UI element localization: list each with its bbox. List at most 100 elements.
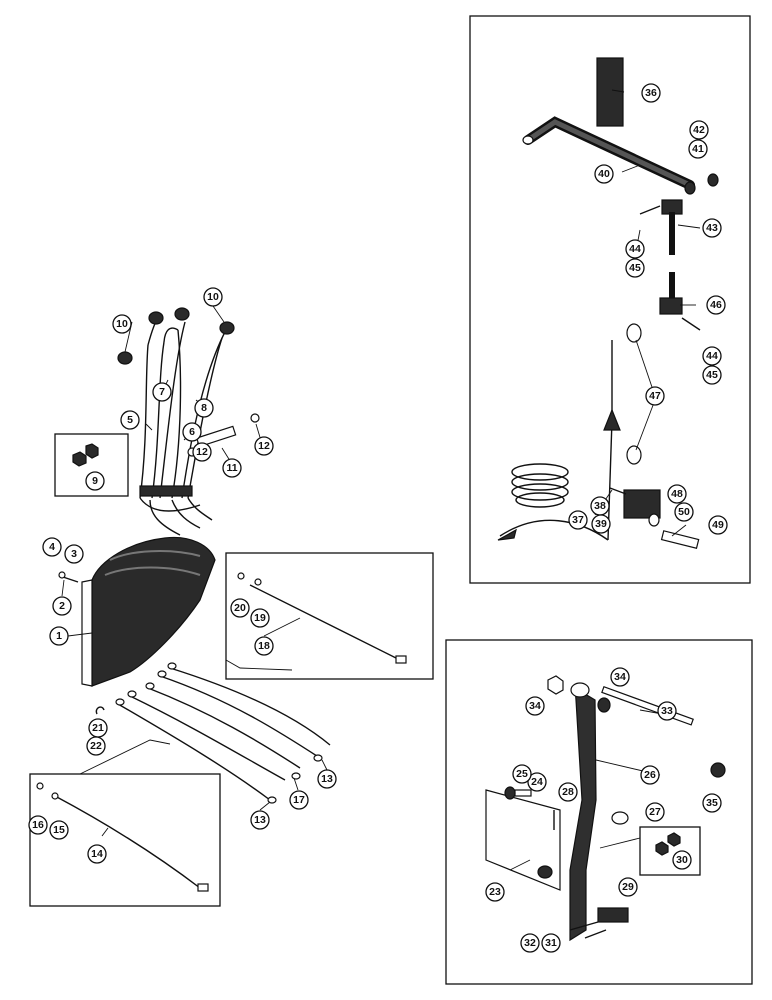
callout-18: 18 xyxy=(254,636,274,656)
pointer-rod-14 xyxy=(79,739,171,775)
svg-text:21: 21 xyxy=(92,722,104,734)
svg-text:12: 12 xyxy=(196,446,208,458)
leader-lines xyxy=(61,89,701,871)
clip-21 xyxy=(95,706,105,715)
callout-5: 5 xyxy=(120,410,140,430)
knob-35 xyxy=(710,762,726,778)
callout-2: 2 xyxy=(52,596,72,616)
svg-text:10: 10 xyxy=(207,291,219,303)
inset-frame-throttle xyxy=(469,15,751,584)
svg-text:12: 12 xyxy=(258,440,270,452)
callout-22: 22 xyxy=(86,736,106,756)
callout-10b: 10 xyxy=(203,287,223,307)
svg-text:48: 48 xyxy=(671,488,683,500)
svg-text:50: 50 xyxy=(678,506,690,518)
clevis-43-rod xyxy=(639,199,683,255)
svg-text:6: 6 xyxy=(189,426,195,438)
callout-31: 31 xyxy=(541,933,561,953)
cable-37 xyxy=(497,340,621,541)
svg-text:47: 47 xyxy=(649,390,661,402)
svg-text:34: 34 xyxy=(529,700,541,712)
svg-text:3: 3 xyxy=(71,548,77,560)
console-cover xyxy=(58,536,216,687)
callout-43: 43 xyxy=(702,218,722,238)
bolt-24-25 xyxy=(504,786,532,800)
callout-34b: 34 xyxy=(610,667,630,687)
svg-text:9: 9 xyxy=(92,475,98,487)
svg-text:33: 33 xyxy=(661,705,673,717)
svg-text:34: 34 xyxy=(614,671,626,683)
callout-11: 11 xyxy=(222,458,242,478)
callout-17: 17 xyxy=(289,790,309,810)
callout-49: 49 xyxy=(708,515,728,535)
callout-27: 27 xyxy=(645,802,665,822)
control-levers xyxy=(139,317,227,536)
callout-48: 48 xyxy=(667,484,687,504)
bolts-31 xyxy=(569,921,607,939)
callout-6: 6 xyxy=(182,422,202,442)
inset-frame-nut-30 xyxy=(639,826,701,876)
callout-29: 29 xyxy=(618,877,638,897)
callout-40: 40 xyxy=(594,164,614,184)
callout-35: 35 xyxy=(702,793,722,813)
pointer-nut-30 xyxy=(599,837,641,849)
svg-text:23: 23 xyxy=(489,886,501,898)
callout-9: 9 xyxy=(85,471,105,491)
callout-26: 26 xyxy=(640,765,660,785)
inset-frame-pedal xyxy=(445,639,753,985)
lever-knobs xyxy=(117,307,235,365)
svg-text:13: 13 xyxy=(254,814,266,826)
inset-frame-nut-9 xyxy=(54,433,129,497)
callout-46: 46 xyxy=(706,295,726,315)
svg-text:25: 25 xyxy=(516,768,528,780)
callout-37: 37 xyxy=(568,510,588,530)
nut-34 xyxy=(547,675,564,695)
washers-47 xyxy=(626,323,642,465)
svg-text:4: 4 xyxy=(49,541,55,553)
svg-text:26: 26 xyxy=(644,769,656,781)
clevis-46 xyxy=(659,272,701,331)
callout-20: 20 xyxy=(230,598,250,618)
svg-text:38: 38 xyxy=(594,500,606,512)
bolt-49 xyxy=(660,530,700,549)
svg-text:36: 36 xyxy=(645,87,657,99)
callout-45a: 45 xyxy=(625,258,645,278)
callout-3: 3 xyxy=(64,544,84,564)
callout-23: 23 xyxy=(485,882,505,902)
svg-text:45: 45 xyxy=(706,369,718,381)
svg-text:18: 18 xyxy=(258,640,270,652)
callout-44b: 44 xyxy=(702,346,722,366)
svg-text:13: 13 xyxy=(321,773,333,785)
svg-text:17: 17 xyxy=(293,794,305,806)
svg-text:44: 44 xyxy=(629,243,641,255)
svg-text:16: 16 xyxy=(32,819,44,831)
clamp-48 xyxy=(609,487,661,527)
callout-39: 39 xyxy=(591,514,611,534)
svg-text:24: 24 xyxy=(531,776,543,788)
inset-frame-rod-14 xyxy=(29,773,221,907)
callout-32: 32 xyxy=(520,933,540,953)
inset-frame-rod-18 xyxy=(225,552,434,680)
shaft-33 xyxy=(597,685,694,726)
callout-24: 24 xyxy=(527,772,547,792)
svg-text:39: 39 xyxy=(595,518,607,530)
svg-text:11: 11 xyxy=(226,462,237,474)
svg-text:46: 46 xyxy=(710,299,722,311)
svg-text:30: 30 xyxy=(676,854,688,866)
callout-12a: 12 xyxy=(254,436,274,456)
callout-25: 25 xyxy=(512,764,532,784)
pointer-rod-18 xyxy=(225,659,293,671)
callouts: 1 2 3 4 5 6 7 8 9 10 10 11 12 12 13 13 1… xyxy=(28,83,728,953)
callout-50: 50 xyxy=(674,502,694,522)
linkage-rods xyxy=(115,662,331,804)
svg-text:2: 2 xyxy=(59,600,65,612)
callout-12b: 12 xyxy=(192,442,212,462)
svg-text:8: 8 xyxy=(201,402,207,414)
callout-44a: 44 xyxy=(625,239,645,259)
svg-text:20: 20 xyxy=(234,602,246,614)
callout-34a: 34 xyxy=(525,696,545,716)
svg-text:42: 42 xyxy=(693,124,705,136)
svg-text:44: 44 xyxy=(706,350,718,362)
callout-47: 47 xyxy=(645,386,665,406)
